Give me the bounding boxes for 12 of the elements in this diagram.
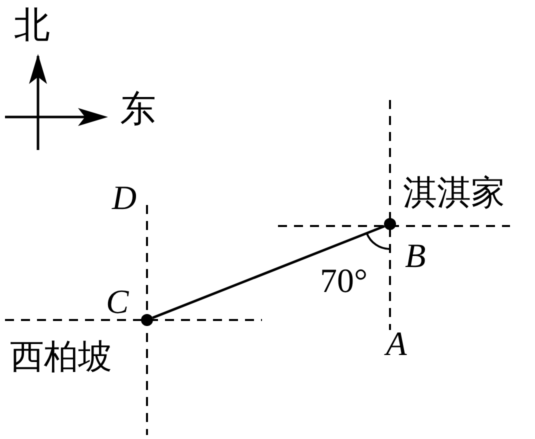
line-segment: [152, 225, 385, 319]
place-name: 淇淇家: [403, 176, 505, 210]
point-dot: [141, 314, 153, 326]
direction-label: 东: [120, 92, 156, 128]
point-letter: B: [405, 240, 426, 274]
angle-label: 70°: [320, 265, 368, 299]
point-letter: D: [112, 182, 137, 216]
direction-label: 北: [14, 8, 50, 44]
place-name: 西柏坡: [10, 340, 112, 374]
point-dot: [384, 218, 396, 230]
point-letter: A: [386, 328, 407, 362]
point-letter: C: [106, 286, 129, 320]
